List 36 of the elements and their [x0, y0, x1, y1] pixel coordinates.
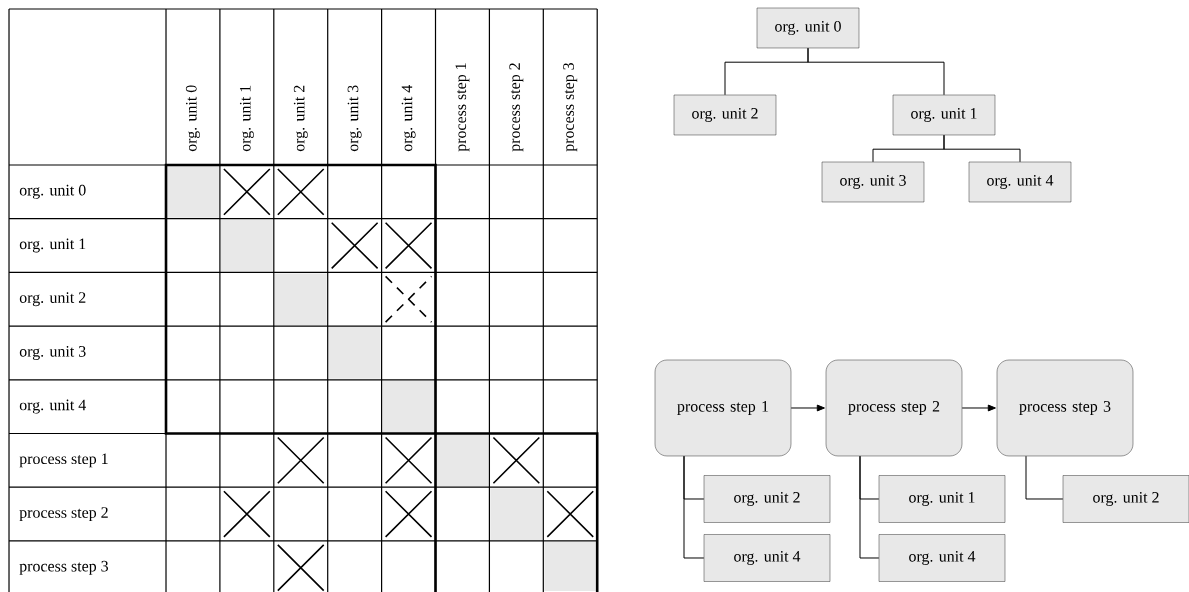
column-header: process step 3 — [563, 63, 578, 152]
row-header: process step 2 — [19, 507, 108, 522]
column-header: org. unit 4 — [401, 85, 416, 152]
process-step-box: process step 2 — [825, 359, 963, 457]
connector-line — [683, 455, 705, 559]
row-header: org. unit 3 — [19, 346, 86, 360]
row-header: process step 3 — [19, 560, 108, 575]
connector-line — [943, 134, 1021, 163]
process-step-box: process step 1 — [654, 359, 792, 457]
org-unit-box: org. unit 4 — [968, 161, 1072, 203]
column-header: org. unit 2 — [293, 85, 308, 152]
org-unit-box: org. unit 3 — [821, 161, 925, 203]
row-header: process step 1 — [19, 453, 108, 468]
row-header: org. unit 2 — [19, 292, 86, 307]
arrow — [961, 404, 996, 412]
column-header: org. unit 1 — [239, 85, 254, 152]
arrow — [790, 404, 825, 412]
org-unit-box: org. unit 0 — [756, 7, 860, 49]
connector-line — [807, 47, 945, 96]
row-header: org. unit 0 — [19, 184, 86, 199]
column-header: process step 1 — [455, 63, 470, 152]
connector-line — [859, 455, 880, 559]
org-unit-box: org. unit 4 — [878, 534, 1006, 582]
org-unit-box: org. unit 4 — [703, 534, 831, 582]
org-unit-box: org. unit 1 — [878, 475, 1006, 523]
column-header: org. unit 3 — [347, 85, 362, 152]
connector-line — [1025, 455, 1064, 500]
column-header: process step 2 — [509, 63, 524, 152]
org-unit-box: org. unit 2 — [703, 475, 831, 523]
row-header: org. unit 4 — [19, 399, 86, 414]
org-unit-box: org. unit 2 — [1062, 475, 1189, 523]
row-header: org. unit 1 — [19, 238, 86, 253]
column-header: org. unit 0 — [185, 85, 200, 152]
org-unit-box: org. unit 2 — [673, 94, 777, 136]
process-step-box: process step 3 — [996, 359, 1134, 457]
org-unit-box: org. unit 1 — [892, 94, 996, 136]
